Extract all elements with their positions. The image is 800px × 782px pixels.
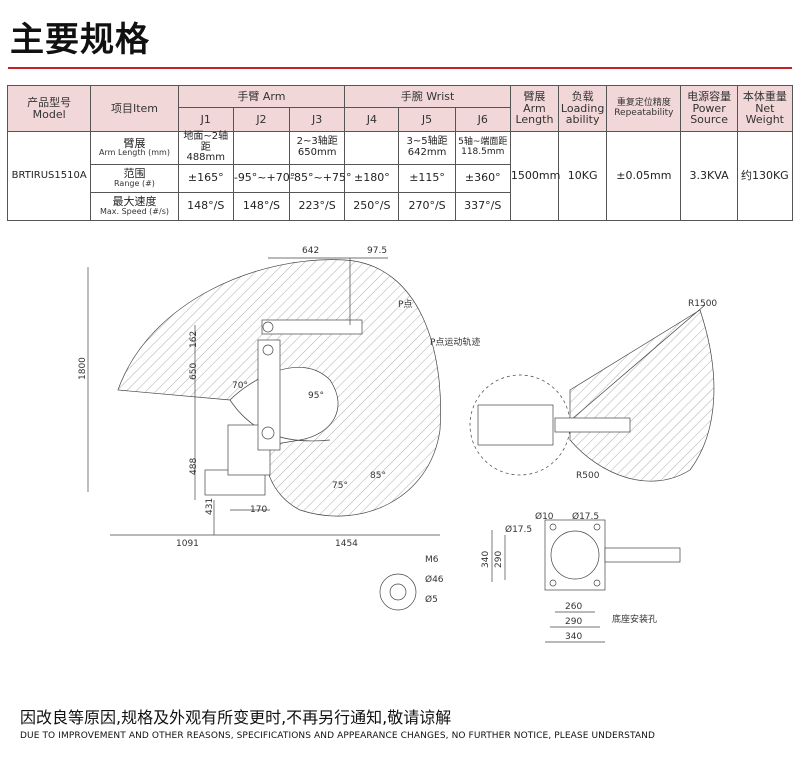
- r1500-label: R1500: [688, 299, 717, 309]
- j3-speed: 223°/S: [289, 191, 346, 221]
- j5-speed: 270°/S: [398, 191, 456, 221]
- dim-642: 642: [302, 246, 319, 256]
- r500-label: R500: [576, 471, 600, 481]
- arm-length-value: 1500mm: [509, 131, 560, 221]
- dim-260: 260: [565, 602, 582, 612]
- dim-431: 431: [205, 498, 215, 515]
- j3-range: -85°~+75°: [289, 163, 351, 193]
- dim-488: 488: [189, 458, 199, 475]
- disclaimer-cn: 因改良等原因,规格及外观有所变更时,不再另行通知,敬请谅解: [20, 708, 452, 727]
- j4-range: ±180°: [344, 163, 400, 193]
- dim-290: 290: [565, 617, 582, 627]
- header-j6: J6: [454, 107, 511, 132]
- loading-value: 10KG: [558, 131, 608, 221]
- header-wrist: 手腕 Wrist: [344, 85, 511, 108]
- angle-70: 70°: [232, 381, 248, 391]
- dim-170: 170: [250, 505, 267, 515]
- j6-speed: 337°/S: [454, 191, 511, 221]
- dim-97-5: 97.5: [367, 246, 387, 256]
- disclaimer-en: DUE TO IMPROVEMENT AND OTHER REASONS, SP…: [20, 731, 656, 741]
- m6-label: M6: [425, 555, 439, 565]
- dim-1800: 1800: [78, 357, 88, 380]
- header-j2: J2: [232, 107, 291, 132]
- angle-75: 75°: [332, 481, 348, 491]
- j4-length: [344, 131, 400, 165]
- work-envelope-top: [569, 309, 715, 482]
- header-j3: J3: [289, 107, 346, 132]
- header-item: 项目Item: [90, 85, 179, 132]
- dim-340-vertical: 340: [481, 551, 491, 568]
- j6-range: ±360°: [454, 163, 511, 193]
- j2-length: [232, 131, 291, 165]
- phi5-label: Ø5: [425, 594, 438, 605]
- base-holes-label: 底座安装孔: [612, 613, 657, 625]
- angle-85: 85°: [370, 471, 386, 481]
- weight-value: 约130KG: [736, 131, 794, 221]
- phi17-5-right: Ø17.5: [572, 511, 599, 522]
- dim-290-vertical: 290: [494, 551, 504, 568]
- header-j4: J4: [344, 107, 400, 132]
- dim-1091: 1091: [176, 539, 199, 549]
- j2-range: -95°~+70°: [232, 163, 295, 193]
- j2-speed: 148°/S: [232, 191, 291, 221]
- phi17-5-left: Ø17.5: [505, 524, 532, 535]
- power-value: 3.3KVA: [680, 131, 738, 221]
- header-j5: J5: [398, 107, 456, 132]
- p-point-label: P点: [398, 299, 412, 310]
- j1-range: ±165°: [177, 163, 234, 193]
- phi10-label: Ø10: [535, 511, 554, 522]
- title-divider: [8, 67, 792, 69]
- header-arm: 手臂 Arm: [177, 85, 346, 108]
- angle-95: 95°: [308, 391, 324, 401]
- dim-1454: 1454: [335, 539, 358, 549]
- j1-speed: 148°/S: [177, 191, 234, 221]
- model-cell: BRTIRUS1510A: [6, 131, 92, 221]
- j5-range: ±115°: [398, 163, 456, 193]
- robot-top-view: [477, 404, 554, 446]
- repeatability-value: ±0.05mm: [606, 131, 682, 221]
- p-track-label: P点运动轨迹: [430, 336, 480, 348]
- dim-650: 650: [189, 363, 199, 380]
- dim-340: 340: [565, 632, 582, 642]
- dim-162: 162: [189, 331, 199, 348]
- j4-speed: 250°/S: [344, 191, 400, 221]
- technical-drawing: 642 97.5 P点 P点运动轨迹 1800 162 650 488 431 …: [78, 246, 717, 643]
- header-j1: J1: [177, 107, 234, 132]
- phi46-label: Ø46: [425, 574, 444, 585]
- page-title: 主要规格: [10, 20, 150, 60]
